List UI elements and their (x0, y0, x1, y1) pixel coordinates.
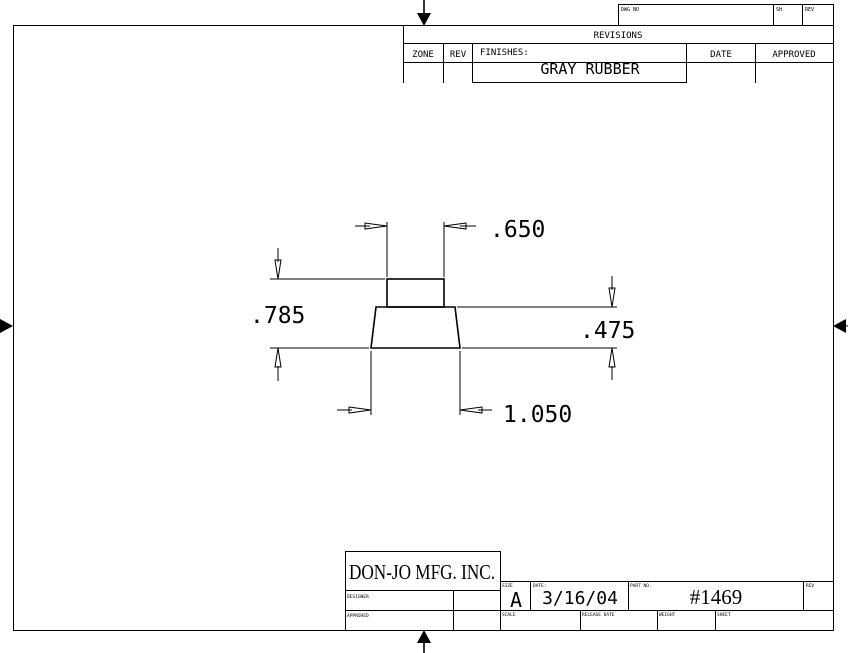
dimension-base-height: .475 (457, 276, 635, 380)
approved-header: APPROVED (772, 50, 815, 60)
dimension-base-width: 1.050 (337, 351, 572, 428)
dim-total-height-label: .785 (250, 303, 305, 329)
size-value: A (510, 588, 522, 612)
title-block: DON-JO MFG. INC. DESIGNER APPROVED SIZE … (345, 551, 833, 630)
center-arrow-bottom (417, 630, 431, 653)
scale-label: SCALE (502, 612, 516, 618)
date-header: DATE (710, 50, 732, 60)
designer-label: DESIGNER (347, 594, 369, 600)
finish-value: GRAY RUBBER (540, 60, 640, 78)
dwg-no-strip: DWG NO SH REV (618, 4, 834, 25)
center-arrow-top (417, 0, 431, 26)
sheet-label: SHEET (717, 612, 731, 618)
part-outline (370, 278, 461, 349)
date-value: 3/16/04 (542, 588, 618, 609)
finishes-header: FINISHES: (480, 48, 529, 58)
approved-label: APPROVED (347, 613, 369, 619)
part-no-value: #1469 (690, 585, 743, 609)
dim-base-height-label: .475 (580, 318, 635, 344)
tb-rev-label: REV (806, 583, 814, 589)
revisions-block: REVISIONS ZONE REV FINISHES: DATE APPROV… (403, 25, 833, 83)
size-label: SIZE (502, 583, 513, 589)
dimension-top-width: .650 (355, 217, 545, 277)
part-no-label: PART NO. (630, 583, 652, 589)
weight-label: WEIGHT (659, 612, 676, 618)
revisions-title: REVISIONS (594, 31, 643, 41)
release-date-label: RELEASE DATE (582, 612, 615, 618)
dim-top-width-label: .650 (490, 217, 545, 243)
dim-base-width-label: 1.050 (503, 402, 572, 428)
sh-label: SH (776, 7, 782, 13)
rev-label: REV (805, 7, 814, 13)
company-name: DON-JO MFG. INC. (349, 560, 495, 584)
drawing-border (13, 25, 834, 631)
rev-header: REV (450, 50, 467, 60)
zone-header: ZONE (412, 50, 434, 60)
date-label: DATE: (533, 583, 547, 589)
dwg-no-label: DWG NO (621, 7, 639, 13)
dimension-total-height: .785 (250, 248, 385, 381)
center-arrow-left (0, 319, 13, 333)
center-arrow-right (833, 319, 848, 333)
